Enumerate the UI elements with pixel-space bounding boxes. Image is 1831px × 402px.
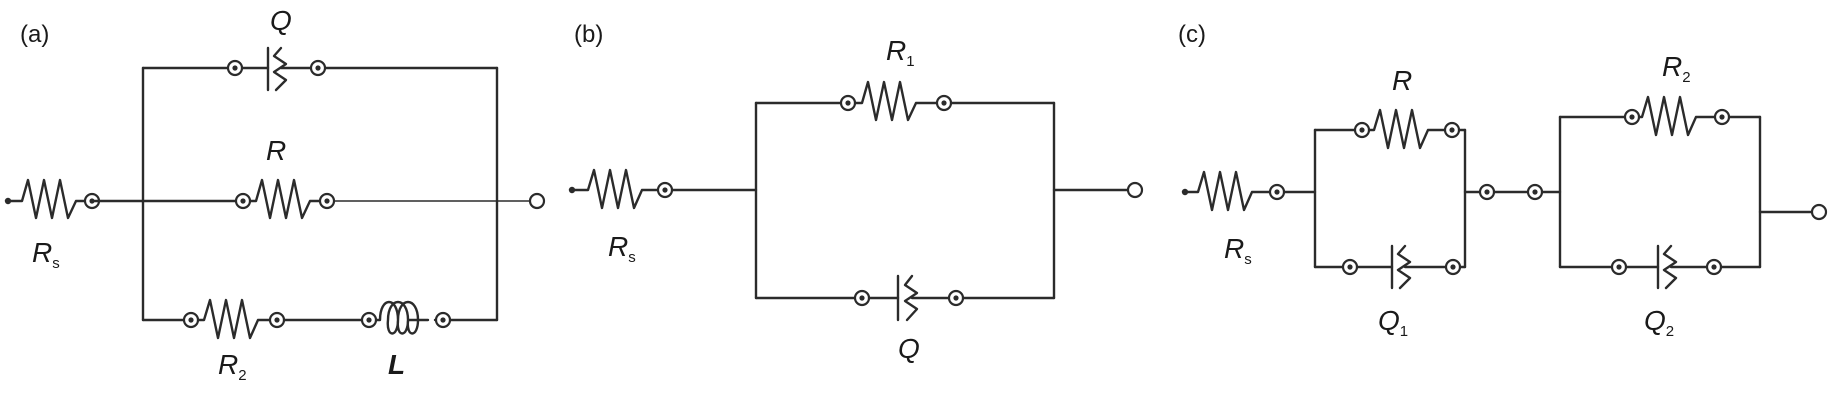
cpe-q1-c [1341, 244, 1462, 290]
output-terminal-c [1810, 203, 1828, 221]
label-r-c: R [1392, 65, 1412, 96]
input-terminal-b [568, 186, 576, 194]
cpe-q-b [853, 274, 965, 322]
output-terminal-b [1126, 181, 1144, 199]
resistor-r2-c [1623, 95, 1731, 137]
resistor-rs-b [572, 168, 674, 210]
output-terminal-a [528, 192, 546, 210]
label-rs-c: Rs [1224, 233, 1252, 268]
resistor-rs-c [1185, 170, 1286, 212]
label-l-a: L [388, 349, 405, 380]
label-q2-c: Q2 [1644, 305, 1674, 340]
panel-label-c: (c) [1178, 21, 1206, 48]
label-r-a: R [266, 135, 286, 166]
resistor-r2-a [182, 298, 286, 340]
resistor-r-a [234, 178, 336, 220]
label-r2-c: R2 [1662, 51, 1691, 86]
cpe-q-a [226, 46, 327, 92]
label-q-a: Q [270, 5, 292, 36]
label-rs-b: Rs [608, 231, 636, 266]
panel-label-b: (b) [574, 21, 603, 48]
panel-label-a: (a) [20, 21, 49, 48]
circuit-b: (b) Rs R1 Q [568, 21, 1144, 364]
label-rs-a: Rs [32, 237, 60, 272]
circuit-a: (a) Rs Q R [4, 5, 546, 384]
cpe-q2-c [1610, 244, 1723, 290]
input-terminal-a [4, 197, 12, 205]
resistor-r-c [1353, 108, 1461, 150]
resistor-r1-b [839, 80, 953, 122]
resistor-rs-a [8, 178, 101, 220]
label-r1-b: R1 [886, 35, 915, 70]
circuit-c: (c) Rs R Q1 [1178, 21, 1828, 340]
input-terminal-c [1181, 188, 1189, 196]
label-q-b: Q [898, 333, 920, 364]
label-r2-a: R2 [218, 349, 247, 384]
inductor-l-a [360, 301, 452, 335]
label-q1-c: Q1 [1378, 305, 1408, 340]
